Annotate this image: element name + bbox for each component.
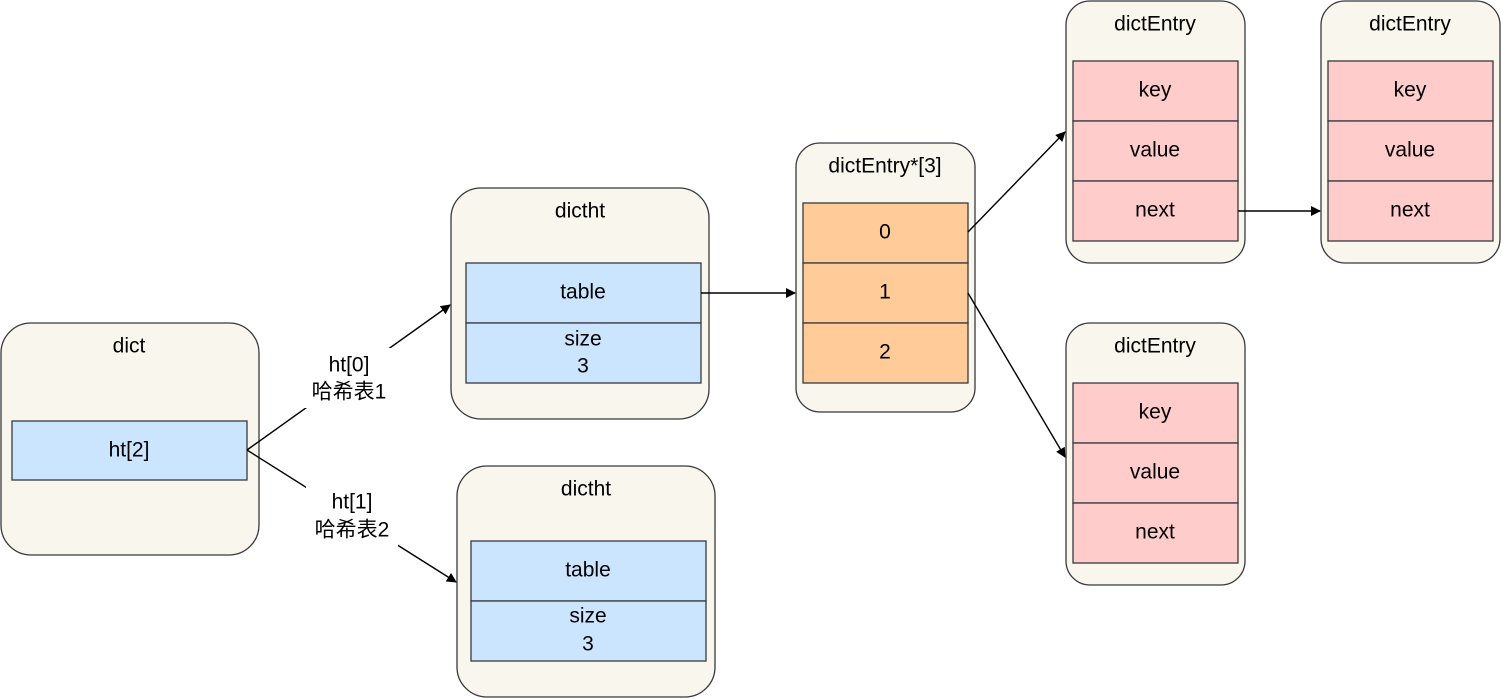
dict-node: dict ht[2] [0, 322, 260, 556]
dict-entry-a-node: dictEntry key value next [1065, 0, 1246, 264]
dictht-1-title: dictht [561, 478, 611, 501]
dict-entry-b-key-cell [1327, 60, 1494, 122]
dict-ht-field [11, 420, 248, 481]
edge-label-ht0-name: ht[0] [329, 354, 370, 377]
edge-label-ht1-bg [306, 486, 398, 546]
edge-label-ht0-bg [303, 348, 395, 408]
edge-slot0-to-entry-a [967, 131, 1066, 233]
dict-entry-c-key: key [1139, 401, 1172, 424]
edge-label-ht0-desc: 哈希表1 [312, 381, 387, 404]
dict-entry-c-next: next [1135, 521, 1175, 544]
edge-label-ht1: ht[1] 哈希表2 [306, 486, 398, 546]
dictht-0-table-label: table [560, 281, 606, 304]
dictht-0-size-value: 3 [577, 355, 589, 378]
entry-array-slot-0-label: 0 [879, 221, 891, 244]
dictht-1-node: dictht table size 3 [456, 465, 716, 698]
dict-entry-b-value-cell [1327, 120, 1494, 182]
dictht-1-table-label: table [565, 559, 611, 582]
edge-label-ht1-desc: 哈希表2 [315, 519, 390, 542]
dict-entry-b-next-cell [1327, 180, 1494, 242]
dictht-1-size-cell [470, 600, 707, 662]
entry-array-slot-2 [802, 322, 969, 384]
dict-ht-label: ht[2] [109, 439, 150, 462]
edge-label-ht0: ht[0] 哈希表1 [303, 348, 395, 408]
dict-entry-b-title: dictEntry [1369, 13, 1451, 36]
entry-array-title: dictEntry*[3] [828, 155, 941, 178]
dict-entry-c-value-cell [1072, 442, 1239, 504]
dict-title: dict [113, 335, 146, 358]
dict-entry-b-next: next [1390, 199, 1430, 222]
dict-entry-c-key-cell [1072, 382, 1239, 444]
dict-entry-b-key: key [1394, 79, 1427, 102]
dictht-0-title: dictht [555, 200, 605, 223]
edge-slot1-to-entry-c [967, 292, 1066, 458]
entry-array-slot-1-label: 1 [879, 281, 891, 304]
edge-label-ht1-name: ht[1] [332, 491, 373, 514]
dict-entry-a-next-cell [1072, 180, 1239, 242]
dict-entry-b-node: dictEntry key value next [1320, 0, 1501, 264]
dict-entry-a-value-cell [1072, 120, 1239, 182]
dict-entry-a-value: value [1130, 139, 1180, 162]
dict-entry-c-value: value [1130, 461, 1180, 484]
dictht-1-size-value: 3 [582, 633, 594, 656]
entry-array-slot-2-label: 2 [879, 341, 891, 364]
dict-entry-c-next-cell [1072, 502, 1239, 564]
dictht-0-size-cell [465, 322, 702, 384]
entry-array-node: dictEntry*[3] 0 1 2 [795, 142, 976, 413]
dict-entry-a-key-cell [1072, 60, 1239, 122]
dictht-0-node: dictht table size 3 [450, 187, 710, 420]
dict-entry-a-key: key [1139, 79, 1172, 102]
dict-entry-c-node: dictEntry key value next [1065, 322, 1246, 586]
entry-array-slot-1 [802, 262, 969, 324]
dict-entry-c-title: dictEntry [1114, 335, 1196, 358]
dict-entry-b-value: value [1385, 139, 1435, 162]
dict-entry-a-title: dictEntry [1114, 13, 1196, 36]
dictht-1-size-label: size [569, 605, 606, 628]
dictht-0-size-label: size [564, 328, 601, 351]
dict-entry-a-next: next [1135, 199, 1175, 222]
